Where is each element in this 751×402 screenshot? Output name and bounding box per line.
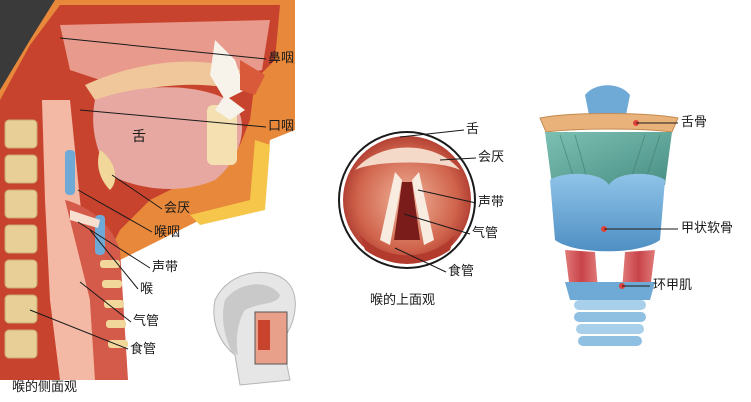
top-view-illustration	[339, 132, 475, 268]
label-epiglottis-top: 会厌	[478, 150, 504, 166]
label-trachea-top: 气管	[472, 226, 498, 242]
label-nasopharynx: 鼻咽	[268, 51, 294, 67]
label-vocal-cords-side: 声带	[152, 260, 178, 276]
label-oropharynx: 口咽	[268, 119, 294, 135]
label-cricothyroid-muscle: 环甲肌	[653, 278, 692, 294]
label-epiglottis-side: 会厌	[164, 201, 190, 217]
label-vocal-cords-top: 声带	[478, 195, 504, 211]
label-hyoid: 舌骨	[681, 115, 707, 131]
front-view-illustration	[540, 85, 678, 346]
label-laryngopharynx: 喉咽	[154, 225, 180, 241]
label-esophagus-top: 食管	[448, 264, 474, 280]
label-esophagus-side: 食管	[130, 342, 156, 358]
label-tongue-top: 舌	[466, 122, 479, 138]
caption-side-view: 喉的侧面观	[12, 376, 77, 395]
caption-top-view: 喉的上面观	[370, 289, 435, 308]
head-inset-illustration	[214, 272, 295, 385]
label-thyroid-cartilage: 甲状软骨	[681, 221, 733, 237]
label-larynx: 喉	[140, 282, 153, 298]
label-trachea-side: 气管	[133, 314, 159, 330]
label-tongue-side: 舌	[132, 129, 146, 145]
